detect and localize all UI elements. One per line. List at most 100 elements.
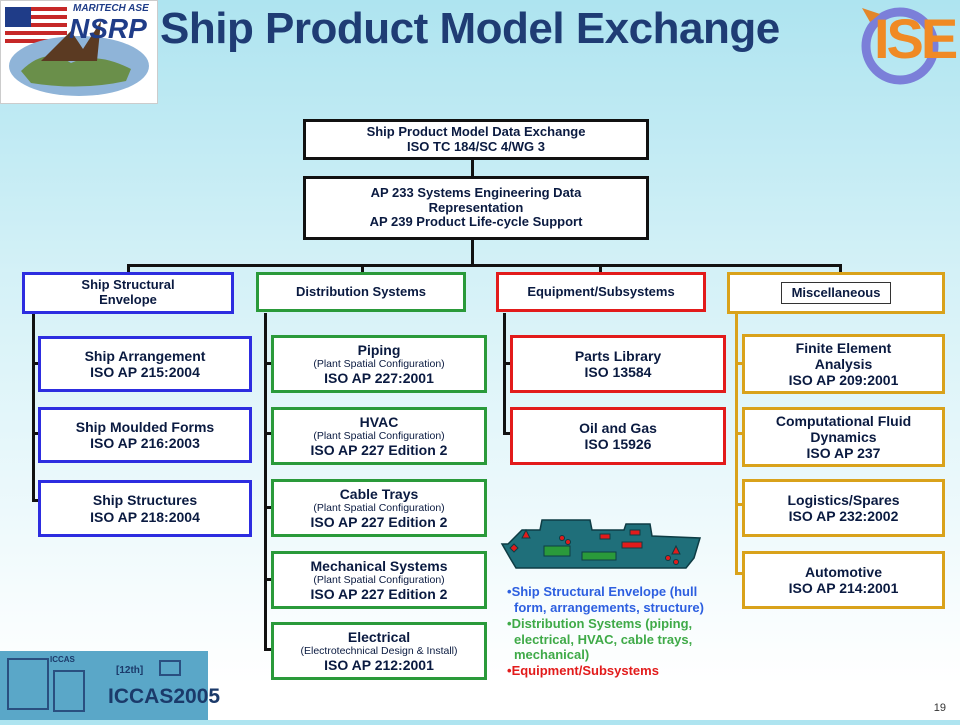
distribution-item-sub: (Plant Spatial Configuration) <box>313 573 445 586</box>
distribution-item-code: ISO AP 212:2001 <box>324 657 434 674</box>
misc-item-code: ISO AP 232:2002 <box>788 508 899 524</box>
distribution-item-sub: (Plant Spatial Configuration) <box>313 429 445 442</box>
distribution-tick-4 <box>264 578 272 581</box>
misc-item-code: ISO AP 214:2001 <box>788 580 899 596</box>
structural-tick-1 <box>32 362 40 365</box>
distribution-item: Electrical (Electrotechnical Design & In… <box>271 622 487 680</box>
equipment-tick-1 <box>503 362 512 365</box>
connector-drop-3 <box>599 264 602 274</box>
ise-logo: ISE <box>858 2 958 88</box>
structural-tick-3 <box>32 499 40 502</box>
structural-spine <box>32 313 35 501</box>
iccas-logo-main-text: ICCAS2005 <box>108 685 221 708</box>
misc-item: Automotive ISO AP 214:2001 <box>742 551 945 609</box>
distribution-item-code: ISO AP 227 Edition 2 <box>310 586 448 603</box>
misc-item-name: Finite Element <box>795 339 892 356</box>
header-structural-line2: Envelope <box>99 292 157 307</box>
top-box: Ship Product Model Data Exchange ISO TC … <box>303 119 649 160</box>
misc-tick-3 <box>735 503 743 506</box>
iccas-logo-top-text: [12th] <box>116 665 144 676</box>
connector-drop-4 <box>839 264 842 274</box>
structural-item-code: ISO AP 218:2004 <box>90 508 200 525</box>
legend-item-distribution: •Distribution Systems (piping, electrica… <box>507 615 693 663</box>
distribution-item-code: ISO AP 227 Edition 2 <box>310 442 448 459</box>
distribution-tick-1 <box>264 362 272 365</box>
connector-top <box>471 158 474 176</box>
structural-item: Ship Arrangement ISO AP 215:2004 <box>38 336 252 392</box>
equipment-spine <box>503 313 506 433</box>
structural-item-code: ISO AP 216:2003 <box>90 435 200 451</box>
ship-graphic <box>500 519 701 569</box>
distribution-item-code: ISO AP 227:2001 <box>324 370 434 387</box>
connector-horizontal <box>127 264 841 267</box>
distribution-spine <box>264 313 267 651</box>
distribution-item: HVAC (Plant Spatial Configuration) ISO A… <box>271 407 487 465</box>
structural-item: Ship Structures ISO AP 218:2004 <box>38 480 252 537</box>
header-misc: Miscellaneous <box>727 272 945 314</box>
header-structural-line1: Ship Structural <box>81 277 175 293</box>
misc-item-name: Computational Fluid <box>775 412 912 429</box>
distribution-tick-2 <box>264 432 272 435</box>
misc-tick-1 <box>735 362 743 365</box>
misc-item-name: Logistics/Spares <box>787 491 900 508</box>
misc-item-name: Automotive <box>805 563 882 580</box>
nsrp-logo-main-text: NSRP <box>69 13 147 44</box>
second-box-line2: Representation <box>428 199 524 215</box>
top-box-line1: Ship Product Model Data Exchange <box>366 123 586 139</box>
iccas-logo-graphic <box>7 658 181 712</box>
distribution-item: Piping (Plant Spatial Configuration) ISO… <box>271 335 487 393</box>
equipment-item-name: Oil and Gas <box>579 419 657 436</box>
distribution-item-sub: (Electrotechnical Design & Install) <box>300 644 458 657</box>
distribution-item-sub: (Plant Spatial Configuration) <box>313 501 445 514</box>
legend-text-equipment: Equipment/Subsystems <box>511 663 659 679</box>
ship-illustration <box>500 514 702 576</box>
ise-logo-text: ISE <box>874 7 958 70</box>
header-equipment-label: Equipment/Subsystems <box>527 283 675 299</box>
structural-tick-2 <box>32 432 40 435</box>
header-equipment: Equipment/Subsystems <box>496 272 706 312</box>
distribution-item: Cable Trays (Plant Spatial Configuration… <box>271 479 487 537</box>
header-distribution-label: Distribution Systems <box>295 283 427 299</box>
equipment-item-name: Parts Library <box>574 347 662 364</box>
nsrp-flag-graphic <box>5 7 149 96</box>
second-box-line3: AP 239 Product Life-cycle Support <box>369 214 583 230</box>
distribution-item-name: Piping <box>357 341 401 358</box>
misc-item-code: ISO AP 237 <box>806 445 881 462</box>
connector-drop-2 <box>361 264 364 274</box>
misc-item: Computational Fluid Dynamics ISO AP 237 <box>742 407 945 467</box>
distribution-item-sub: (Plant Spatial Configuration) <box>313 357 445 370</box>
equipment-tick-2 <box>503 432 512 435</box>
top-box-line2: ISO TC 184/SC 4/WG 3 <box>407 138 545 154</box>
distribution-item-name: HVAC <box>359 413 399 430</box>
header-structural: Ship Structural Envelope <box>22 272 234 314</box>
distribution-item-name: Mechanical Systems <box>310 557 448 574</box>
distribution-tick-5 <box>264 648 272 651</box>
distribution-item-name: Electrical <box>347 628 411 645</box>
nsrp-logo-small-text: MARITECH ASE <box>73 3 149 14</box>
equipment-item: Parts Library ISO 13584 <box>510 335 726 393</box>
misc-item-name: Dynamics <box>810 428 877 445</box>
connector-drop-1 <box>127 264 130 274</box>
misc-tick-4 <box>735 572 743 575</box>
legend-text-distribution: Distribution Systems (piping, electrical… <box>511 615 693 663</box>
nsrp-logo: MARITECH ASE NSRP <box>0 0 158 104</box>
structural-item-name: Ship Structures <box>92 492 198 509</box>
ise-logo-graphic <box>861 7 939 85</box>
legend-item-structural: •Ship Structural Envelope (hull form, ar… <box>507 584 704 615</box>
equipment-item-code: ISO 15926 <box>584 436 652 452</box>
header-distribution: Distribution Systems <box>256 272 466 312</box>
page-number: 19 <box>933 702 946 714</box>
structural-item: Ship Moulded Forms ISO AP 216:2003 <box>38 407 252 463</box>
page-title: Ship Product Model Exchange <box>160 4 780 53</box>
misc-tick-2 <box>735 432 743 435</box>
second-box-line1: AP 233 Systems Engineering Data <box>370 184 582 200</box>
misc-spine <box>735 313 738 575</box>
legend-text-structural: Ship Structural Envelope (hull form, arr… <box>511 584 704 615</box>
structural-item-name: Ship Moulded Forms <box>75 418 215 435</box>
misc-item: Finite Element Analysis ISO AP 209:2001 <box>742 334 945 394</box>
equipment-item: Oil and Gas ISO 15926 <box>510 407 726 465</box>
misc-item: Logistics/Spares ISO AP 232:2002 <box>742 479 945 537</box>
second-box: AP 233 Systems Engineering Data Represen… <box>303 176 649 240</box>
iccas-logo: ICCAS [12th] ICCAS2005 <box>0 651 220 720</box>
legend: •Ship Structural Envelope (hull form, ar… <box>507 584 717 679</box>
